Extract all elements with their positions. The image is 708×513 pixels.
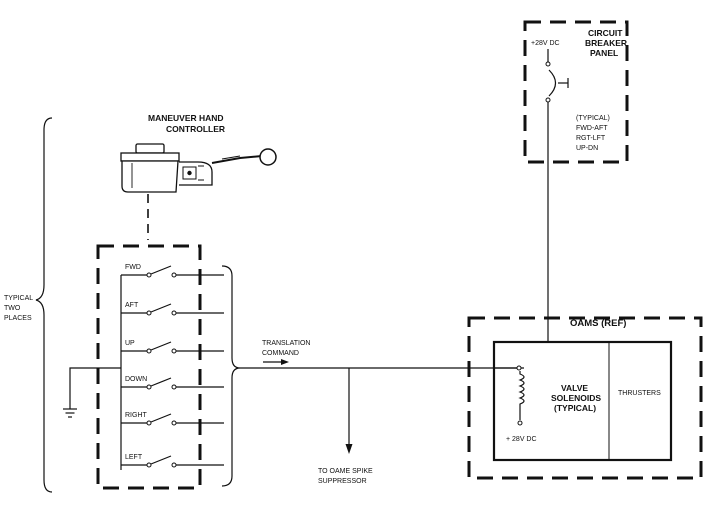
breaker-note-line1: (TYPICAL) — [576, 115, 610, 122]
breaker-note-line2: FWD-AFT — [576, 125, 608, 132]
circuit-breaker-icon — [545, 49, 569, 103]
switch-left: LEFT — [121, 454, 224, 468]
switch-down-label: DOWN — [125, 376, 147, 383]
breaker-note-line4: UP-DN — [576, 145, 598, 152]
switch-aft: AFT — [121, 302, 224, 316]
translation-label-line2: COMMAND — [262, 350, 299, 357]
spike-label-line1: TO OAME SPIKE — [318, 468, 373, 475]
switch-aft-label: AFT — [125, 302, 139, 309]
valve-label-line1: VALVE — [561, 383, 588, 393]
breaker-voltage: +28V DC — [531, 40, 560, 47]
switch-right-label: RIGHT — [125, 412, 148, 419]
oams-title: OAMS (REF) — [570, 318, 626, 329]
valve-label-line3: (TYPICAL) — [554, 403, 596, 413]
translation-arrow-icon — [263, 359, 289, 365]
breaker-note-line3: RGT-LFT — [576, 135, 606, 142]
breaker-panel-box — [523, 20, 629, 164]
switch-up-label: UP — [125, 340, 135, 347]
switch-right: RIGHT — [121, 412, 224, 426]
controller-title-line1: MANEUVER HAND — [148, 113, 224, 123]
output-bracket — [221, 265, 241, 487]
switch-fwd-label: FWD — [125, 264, 141, 271]
breaker-title-line3: PANEL — [590, 48, 618, 58]
valve-solenoid-icon — [516, 365, 525, 426]
oams-inner-box — [492, 340, 673, 462]
typical-note-line1: TYPICAL — [4, 295, 33, 302]
switch-down: DOWN — [121, 376, 224, 390]
switch-fwd: FWD — [121, 264, 224, 278]
translation-label-line1: TRANSLATION — [262, 340, 311, 347]
hand-controller-icon — [120, 143, 277, 193]
valve-label-line2: SOLENOIDS — [551, 393, 601, 403]
spike-arrow-icon — [345, 444, 353, 454]
typical-brace — [35, 117, 53, 493]
spike-label-line2: SUPPRESSOR — [318, 478, 367, 485]
breaker-title-line2: BREAKER — [585, 38, 627, 48]
switch-left-label: LEFT — [125, 454, 143, 461]
typical-note-line2: TWO — [4, 305, 21, 312]
ground-icon — [63, 367, 121, 418]
breaker-title-line1: CIRCUIT — [588, 28, 623, 38]
solenoid-voltage: + 28V DC — [506, 436, 537, 443]
switch-box — [96, 244, 202, 490]
switch-up: UP — [121, 340, 224, 354]
typical-note-line3: PLACES — [4, 315, 32, 322]
thrusters-label: THRUSTERS — [618, 390, 661, 397]
oams-box — [467, 316, 703, 480]
controller-title-line2: CONTROLLER — [166, 124, 225, 134]
